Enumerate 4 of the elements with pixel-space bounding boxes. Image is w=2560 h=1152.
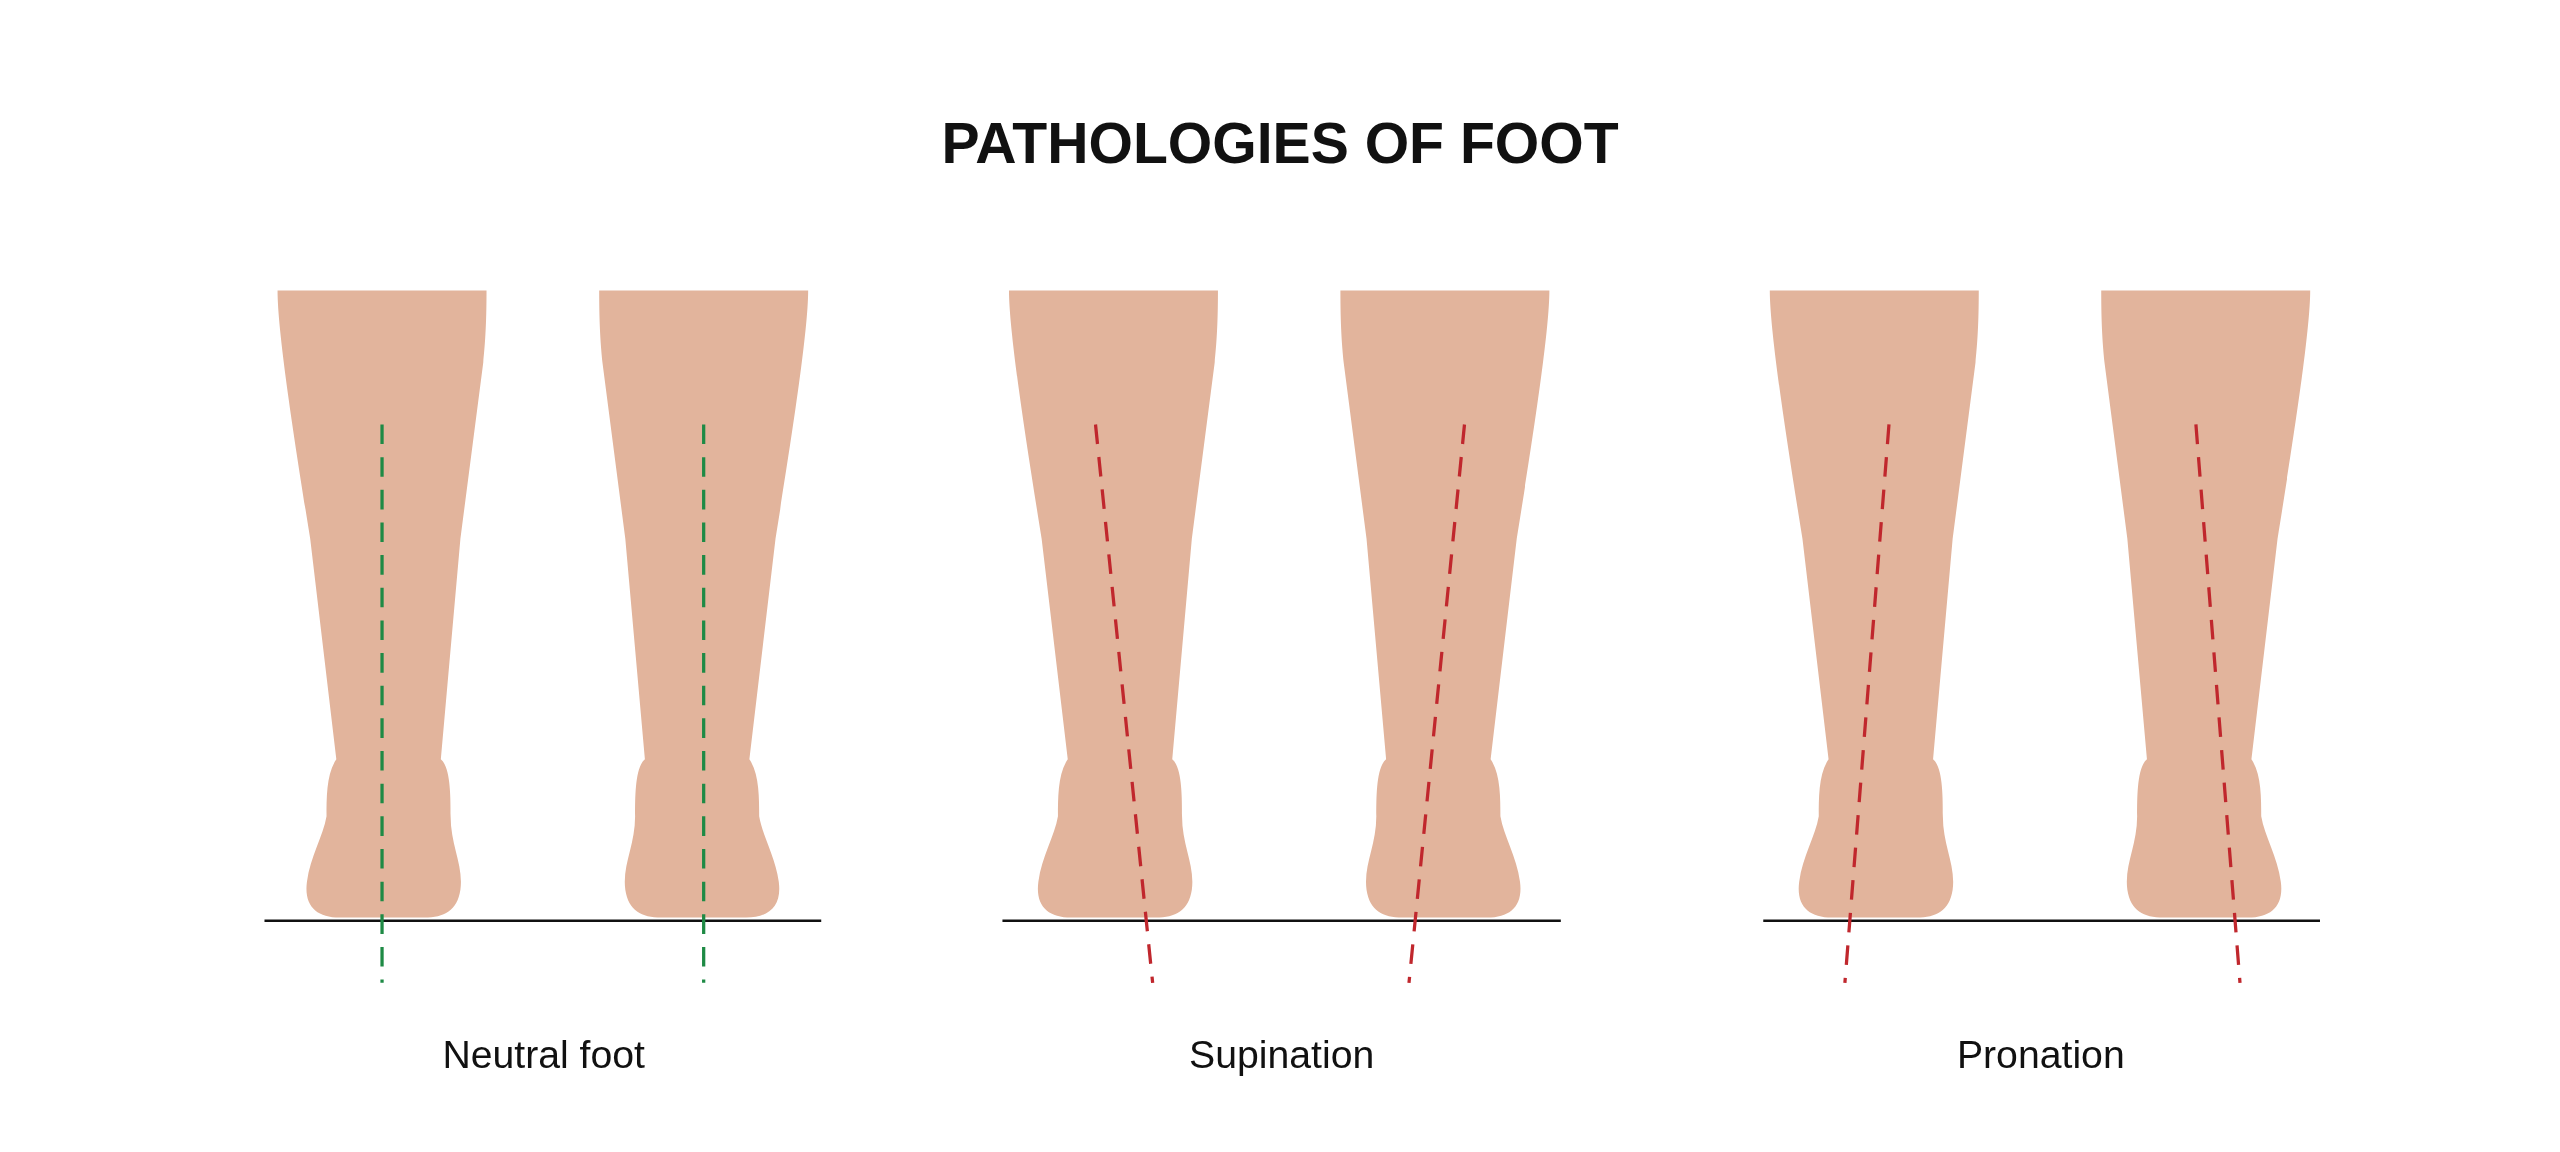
title: PATHOLOGIES OF FOOT bbox=[941, 111, 1619, 177]
panel-caption: Neutral foot bbox=[442, 1031, 645, 1078]
panel-caption: Supination bbox=[1189, 1031, 1375, 1078]
panel-caption: Pronation bbox=[1956, 1031, 2125, 1078]
